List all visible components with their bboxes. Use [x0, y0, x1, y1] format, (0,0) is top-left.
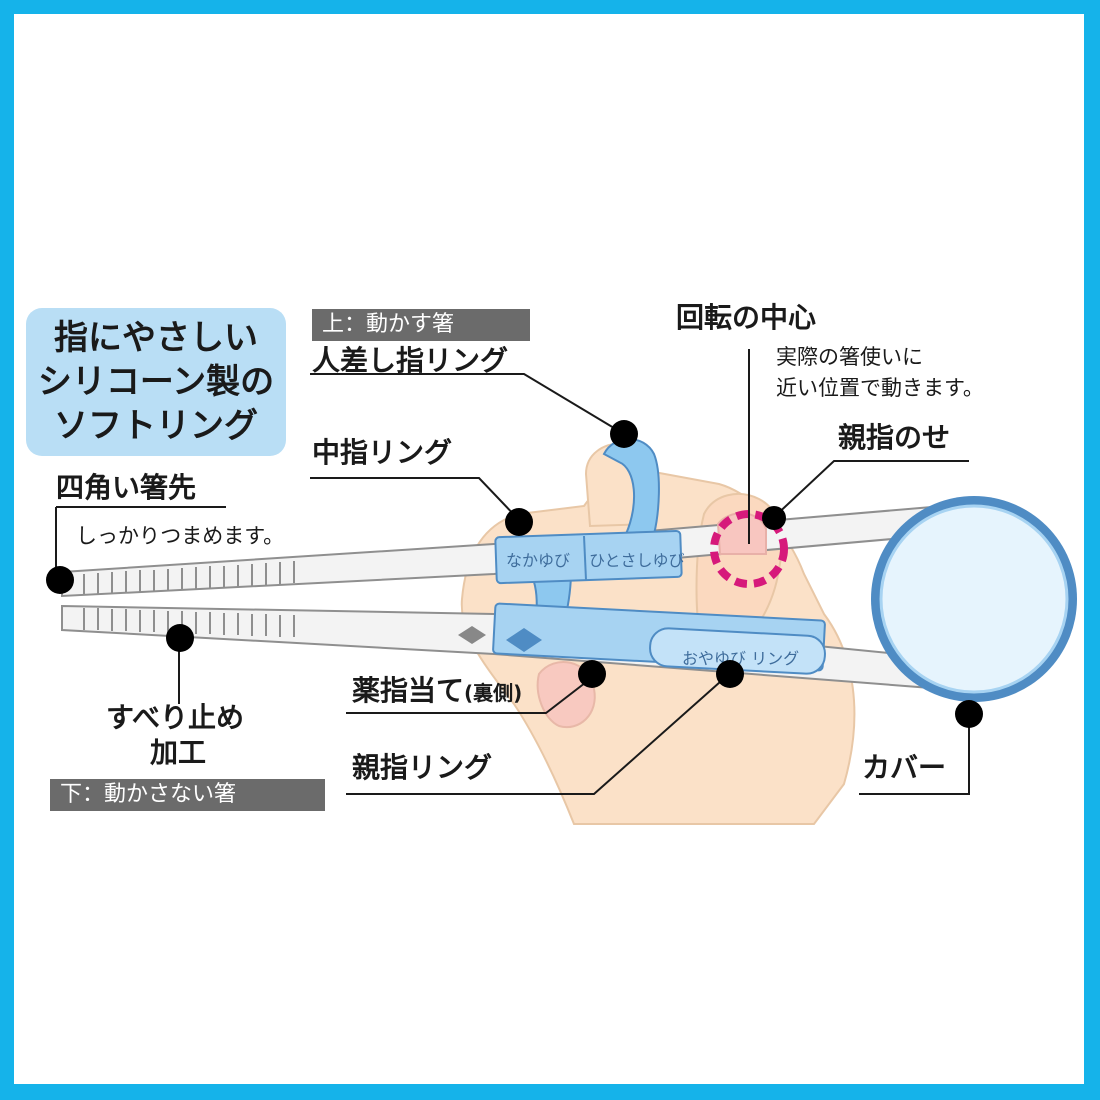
upper-ring-bar	[494, 529, 683, 585]
upper-chopstick-tag: 上：動かす箸	[312, 309, 530, 341]
label-square-tip-note: しっかりつまめます。	[76, 524, 285, 548]
label-cover: カバー	[862, 751, 947, 784]
label-thumb-ring: 親指リング	[352, 751, 493, 784]
callout-dots	[46, 420, 983, 728]
leader-lines	[55, 349, 970, 795]
badge-line-1: 指にやさしい	[54, 318, 258, 358]
dot-middle-ring	[505, 508, 533, 536]
label-non-slip-2: 加工	[150, 736, 207, 769]
label-square-tip: 四角い箸先	[56, 471, 197, 504]
label-rotation-note-2: 近い位置で動きます。	[776, 376, 984, 400]
diagram-frame: なかゆび ひとさしゆび おやゆび リング	[14, 14, 1084, 1084]
label-ring-finger-rest: 薬指当て(裏側)	[352, 677, 522, 705]
dot-non-slip	[166, 624, 194, 652]
dot-ring-finger-rest	[578, 660, 606, 688]
upper-ring-divider	[583, 535, 587, 581]
grip-ridges-lower	[83, 608, 295, 637]
label-middle-ring: 中指リング	[312, 436, 453, 469]
label-ring-finger-rest-note: (裏側)	[464, 681, 523, 705]
ring-text-thumb: おやゆび リング	[682, 649, 799, 668]
label-ring-finger-rest-main: 薬指当て	[352, 674, 465, 707]
lower-chopstick-tag: 下：動かさない箸	[50, 779, 325, 811]
label-rotation-center: 回転の中心	[676, 301, 817, 334]
badge-line-3: ソフトリング	[54, 406, 258, 446]
label-non-slip-1: すべり止め	[106, 701, 245, 734]
dot-square-tip	[46, 566, 74, 594]
badge-line-2: シリコーン製の	[37, 362, 275, 402]
dot-thumb-ring	[716, 660, 744, 688]
dot-index-ring	[610, 420, 638, 448]
grip-ridges-upper	[83, 561, 295, 594]
ring-text-middle: なかゆび	[506, 551, 570, 570]
feature-badge: 指にやさしい シリコーン製の ソフトリング	[26, 308, 286, 456]
cover-disk-inner	[879, 504, 1069, 694]
rotation-pivot-icon	[710, 510, 788, 588]
label-index-ring: 人差し指リング	[312, 344, 509, 377]
ring-text-index: ひとさしゆび	[589, 551, 685, 570]
diamond-blue	[506, 628, 542, 652]
dot-cover	[955, 700, 983, 728]
label-rotation-note-1: 実際の箸使いに	[776, 345, 923, 369]
label-thumb-rest: 親指のせ	[838, 421, 951, 454]
dot-thumb-rest	[762, 506, 786, 530]
diamond-gray	[458, 626, 486, 644]
chopstick-illustration: なかゆび ひとさしゆび おやゆび リング	[46, 349, 1077, 825]
